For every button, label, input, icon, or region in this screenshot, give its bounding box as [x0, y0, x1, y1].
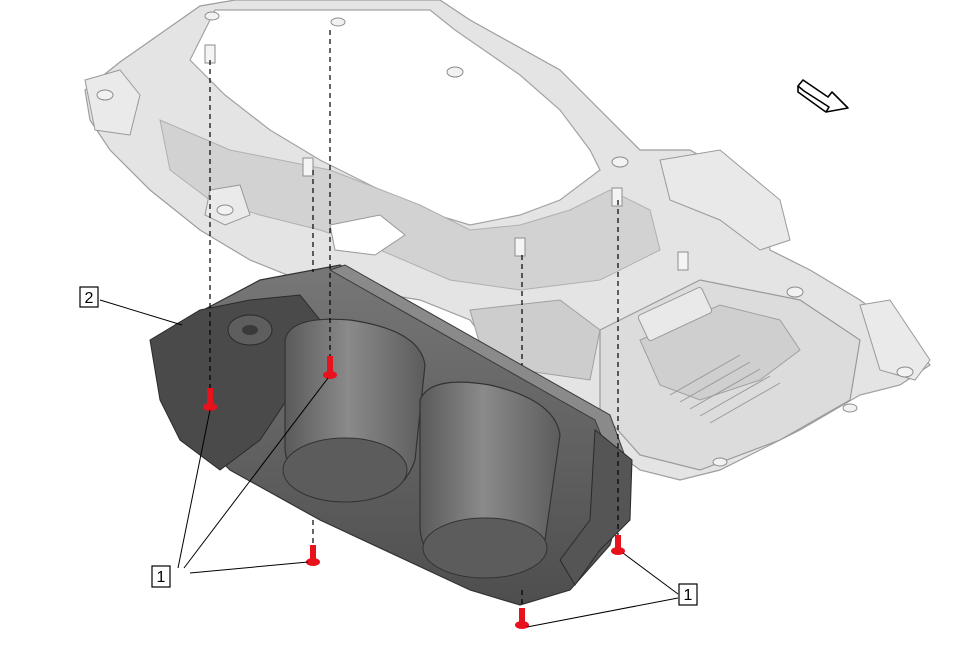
console-bracket	[84, 0, 931, 481]
callout-1-right: 1	[678, 583, 698, 606]
screw-1d	[611, 535, 625, 555]
screw-1a	[203, 388, 217, 411]
callout-1-left: 1	[151, 565, 171, 588]
screw-1e	[515, 608, 529, 629]
screw-1c	[306, 545, 320, 566]
screw-1b	[323, 356, 337, 379]
callout-1-left-label: 1	[157, 569, 166, 586]
leader-lines	[99, 299, 679, 628]
cupholder-assembly	[149, 264, 633, 606]
alignment-lines	[209, 30, 619, 610]
callout-2-label: 2	[85, 290, 94, 307]
screws	[203, 356, 625, 629]
callout-1-right-label: 1	[684, 587, 693, 604]
forward-arrow-icon	[797, 79, 849, 113]
callout-2: 2	[79, 286, 99, 308]
